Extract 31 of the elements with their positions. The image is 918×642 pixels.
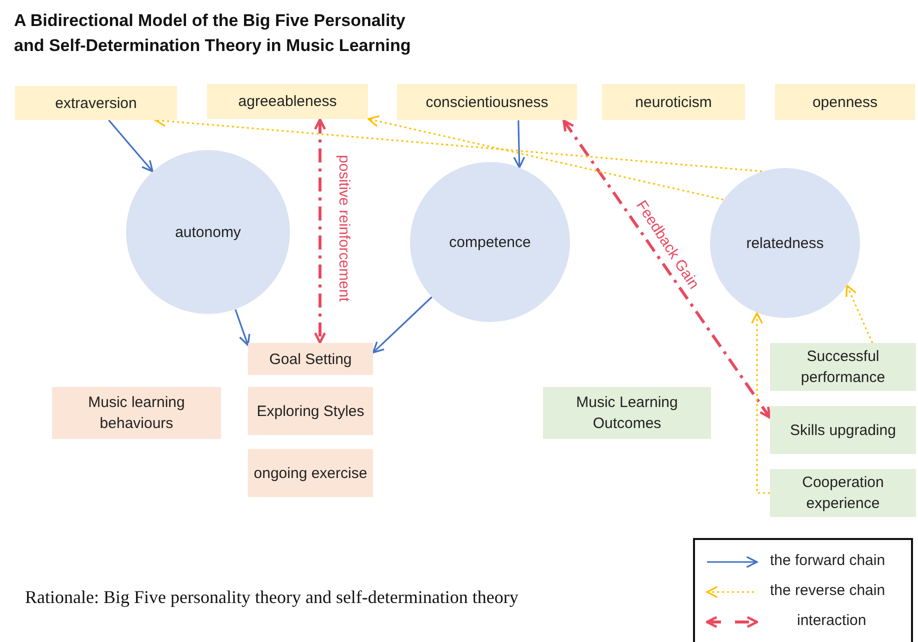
concept-box: extraversion [15,86,177,120]
concept-box: Music Learning Outcomes [543,387,711,439]
legend-label: the reverse chain [770,582,886,599]
arrow [513,120,526,168]
concept-box: Successful performance [770,343,916,391]
diagram-title: A Bidirectional Model of the Big Five Personality and Self-Determination Theory in Music Learning [14,10,412,57]
concept-box: Cooperation experience [770,469,916,517]
concept-box: Music learning behaviours [52,387,221,439]
arrow [367,115,724,200]
arrow [562,120,771,419]
arrow [751,312,770,494]
arrow [372,296,432,354]
concept-box: agreeableness [207,84,368,119]
concept-box: Skills upgrading [770,406,916,454]
legend-label: the forward chain [770,552,886,569]
concept-box: Exploring Styles [248,387,373,435]
note-text: Rationale: Big Five personality theory and self-determination theory [25,587,518,608]
legend-label: interaction [797,612,866,629]
concept-box: neuroticism [602,84,745,120]
concept-circle: autonomy [126,150,290,314]
concept-box: ongoing exercise [248,449,373,497]
arrow [314,118,326,344]
arrow [846,284,874,344]
concept-circle: relatedness [710,168,860,318]
arrow [234,309,250,346]
concept-box: conscientiousness [397,84,577,120]
concept-box: openness [775,84,915,120]
concept-circle: competence [410,162,570,322]
edge-label: positive reinforcement [334,153,352,302]
concept-box: Goal Setting [248,343,373,375]
arrow [108,120,154,172]
